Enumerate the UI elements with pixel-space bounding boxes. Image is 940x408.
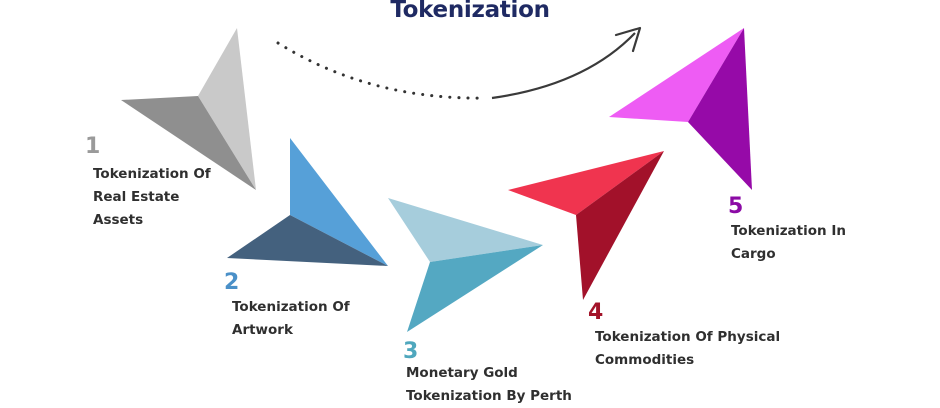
step-1-label: Tokenization Of Real Estate Assets: [93, 166, 211, 228]
progress-arrow-head: [614, 26, 642, 53]
step-2-number: 2: [224, 270, 240, 295]
paper-plane-5: [609, 28, 752, 190]
step-3-number: 3: [403, 339, 419, 364]
paper-plane-2: [227, 138, 388, 266]
paper-plane-3: [388, 198, 543, 332]
step-3-label: Monetary Gold Tokenization By Perth: [406, 365, 572, 404]
progress-arrow-line: [491, 32, 636, 100]
step-4-label: Tokenization Of Physical Commodities: [595, 329, 781, 368]
step-5-number: 5: [728, 194, 744, 219]
step-2-label: Tokenization Of Artwork: [232, 299, 350, 338]
step-4-number: 4: [588, 300, 604, 325]
paper-plane-4: [508, 151, 664, 300]
diagram-title: Tokenization: [390, 0, 550, 23]
progress-dotted-path: [276, 41, 487, 100]
step-1-number: 1: [85, 134, 101, 159]
step-5-label: Tokenization In Cargo: [731, 223, 846, 262]
paper-plane-1: [121, 28, 256, 190]
